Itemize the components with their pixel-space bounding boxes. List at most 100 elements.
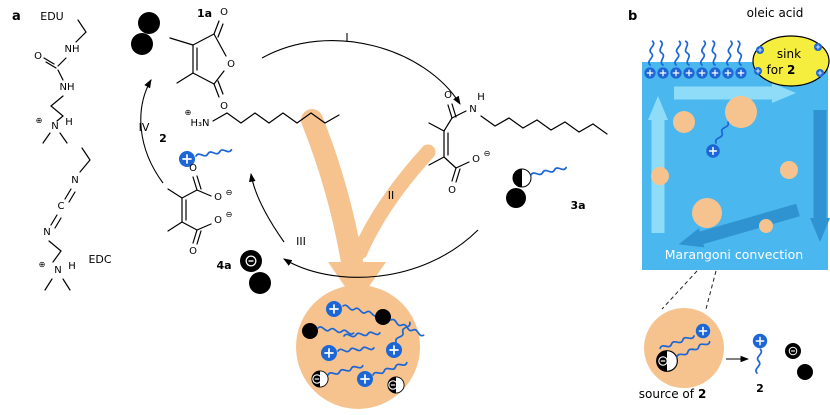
atom-label: O bbox=[472, 154, 480, 165]
cation-bead-icon bbox=[682, 66, 696, 80]
reaction-arrow-i bbox=[261, 40, 461, 105]
cation-bead-icon bbox=[695, 323, 711, 339]
atom-label: O bbox=[220, 7, 228, 18]
plus-charge: ⊕ bbox=[185, 108, 192, 117]
orange-flow-arrow bbox=[301, 109, 436, 304]
cation-bead-icon bbox=[734, 66, 748, 80]
atom-label: NH bbox=[65, 44, 80, 55]
compound-2: 2 ⊕ H₃N bbox=[159, 108, 340, 168]
compound-4a-label: 4a bbox=[216, 259, 231, 272]
released-two-label: 2 bbox=[756, 382, 764, 395]
surfactant-tail-icon bbox=[673, 40, 682, 67]
surfactant-tail-icon bbox=[658, 40, 666, 67]
cation-bead-icon bbox=[755, 45, 765, 55]
released-products: 2 bbox=[752, 333, 813, 395]
compound-3a-cartoon bbox=[506, 165, 568, 208]
cation-bead-icon bbox=[325, 300, 343, 318]
compound-2-label: 2 bbox=[159, 132, 167, 145]
cation-bead-icon bbox=[708, 66, 722, 80]
edc-structure: N C N N ⊕ H EDC bbox=[39, 147, 112, 291]
cation-bead-icon bbox=[695, 66, 709, 80]
cation-bead-icon bbox=[643, 66, 657, 80]
oil-droplet bbox=[725, 96, 757, 128]
sink-callout: sink for 2 bbox=[752, 35, 830, 87]
convection-arrow-left bbox=[678, 203, 800, 248]
marangoni-label: Marangoni convection bbox=[665, 247, 803, 262]
atom-label: O bbox=[34, 51, 42, 62]
half-bead-icon bbox=[311, 370, 329, 388]
atom-label: N bbox=[43, 227, 50, 238]
anchor-bead-icon bbox=[797, 364, 813, 380]
anchor-bead-icon bbox=[138, 12, 160, 34]
compound-1a-label: 1a bbox=[197, 7, 212, 20]
oil-droplet bbox=[673, 111, 695, 133]
sink-label-two: 2 bbox=[787, 63, 795, 77]
edc-label: EDC bbox=[88, 253, 111, 266]
sink-ellipse bbox=[752, 35, 830, 87]
anchor-bead-icon bbox=[302, 323, 318, 339]
cation-bead-icon bbox=[356, 370, 374, 388]
source-label: source of bbox=[639, 387, 695, 401]
atom-label: H₃N bbox=[190, 118, 209, 129]
edu-structure: EDU NH O NH N ⊕ H bbox=[34, 10, 87, 144]
half-bead-icon bbox=[512, 168, 532, 188]
cation-bead-icon bbox=[705, 143, 721, 159]
droplet-body bbox=[644, 308, 724, 388]
step-ii-label: II bbox=[388, 189, 395, 202]
cation-bead-icon bbox=[669, 66, 683, 80]
compound-1a: 1a O O O bbox=[131, 7, 235, 112]
surfactant-tail-icon bbox=[754, 348, 763, 375]
plus-charge: ⊕ bbox=[39, 260, 46, 269]
magnifier-dashed-line bbox=[705, 270, 717, 310]
surfactant-tail-icon bbox=[683, 40, 692, 67]
convection-box: Marangoni convection bbox=[642, 40, 830, 270]
minus-charge: ⊖ bbox=[484, 149, 491, 158]
atom-label: O bbox=[214, 215, 222, 226]
panel-b-label: b bbox=[628, 9, 637, 24]
magnified-droplet bbox=[644, 308, 724, 388]
atom-label: O bbox=[444, 90, 452, 101]
cation-bead-icon bbox=[320, 344, 338, 362]
atom-label: N bbox=[469, 104, 476, 115]
sink-label-line1: sink bbox=[777, 47, 801, 61]
compound-4a-beads bbox=[240, 250, 271, 294]
surfactant-tail-icon bbox=[735, 40, 744, 67]
sink-label-line2: for bbox=[767, 63, 784, 77]
atom-label: H bbox=[68, 261, 76, 272]
plus-charge: ⊕ bbox=[36, 116, 43, 125]
magnifier-dashed-line bbox=[661, 270, 698, 310]
oleic-acid-label: oleic acid bbox=[747, 6, 804, 20]
atom-label: N bbox=[54, 265, 61, 276]
step-i-label: I bbox=[345, 31, 348, 44]
atom-label: C bbox=[58, 201, 65, 212]
atom-label: O bbox=[448, 185, 456, 196]
step-iv-label: IV bbox=[139, 121, 150, 134]
surfactant-tail-icon bbox=[699, 40, 707, 66]
surfactant-tail-icon bbox=[725, 40, 734, 67]
oil-droplet bbox=[692, 198, 722, 228]
compound-3a-label: 3a bbox=[570, 199, 585, 212]
compound-4a: O O ⊖ O O ⊖ 4a bbox=[167, 163, 271, 294]
surfactant-tail-icon bbox=[710, 40, 718, 66]
minus-charge: ⊖ bbox=[226, 210, 233, 219]
minus-charge: ⊖ bbox=[226, 188, 233, 197]
edu-label: EDU bbox=[40, 10, 63, 23]
atom-label: N bbox=[51, 121, 58, 132]
oil-droplet bbox=[759, 219, 773, 233]
cation-bead-icon bbox=[752, 333, 768, 349]
atom-label: H bbox=[65, 117, 73, 128]
cation-bead-icon bbox=[753, 66, 763, 76]
surfactant-tail-icon bbox=[529, 165, 568, 178]
cation-bead-icon bbox=[813, 42, 823, 52]
atom-label: O bbox=[189, 246, 197, 257]
half-bead-icon bbox=[387, 376, 405, 394]
atom-label: O bbox=[189, 163, 197, 174]
atom-label: O bbox=[220, 101, 228, 112]
reaction-arrow-iv bbox=[140, 79, 164, 184]
surfactant-tail-icon bbox=[647, 40, 655, 67]
anchor-bead-icon bbox=[375, 309, 391, 325]
source-label-two: 2 bbox=[698, 387, 706, 401]
cycle-arrows: I II III IV bbox=[139, 31, 479, 278]
